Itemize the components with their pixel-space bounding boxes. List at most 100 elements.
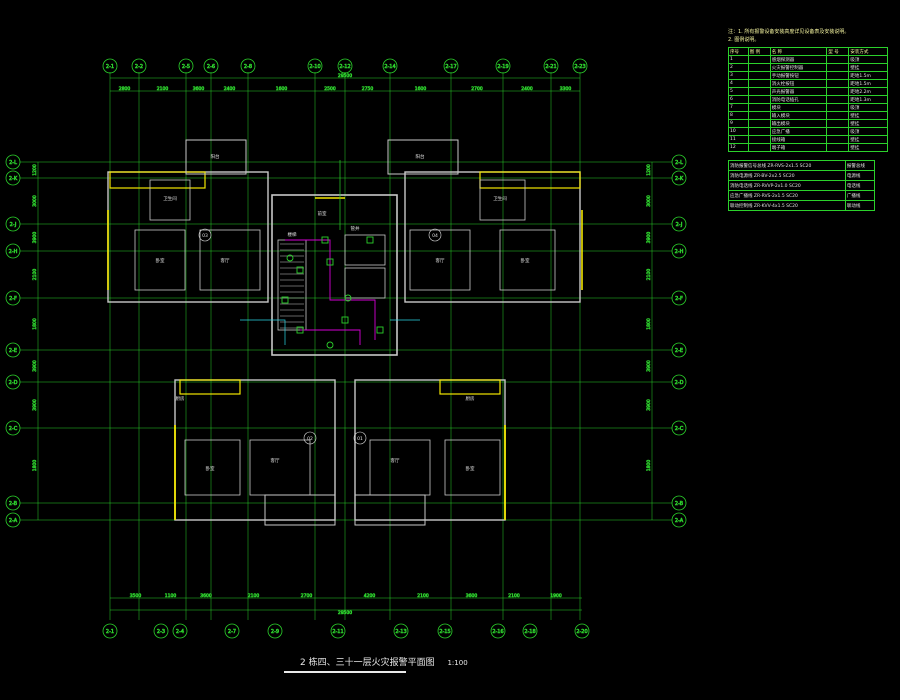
axis-bubble-right	[671, 216, 687, 232]
axis-bubble-bottom	[490, 623, 506, 639]
axis-label-left: 2-D	[9, 380, 18, 386]
unit-number: 02	[307, 436, 313, 442]
axis-bubble-bottom	[437, 623, 453, 639]
dim-top-segment: 2100	[157, 86, 169, 92]
axis-bubble-left	[5, 512, 21, 528]
axis-bubble-left	[5, 243, 21, 259]
window-unit-02-top	[179, 379, 241, 395]
room-label-shaft: 管井	[351, 225, 360, 232]
legend-cell	[826, 55, 850, 64]
dim-side-segment: 1200	[646, 164, 652, 176]
dim-side-segment: 3900	[646, 232, 652, 244]
dim-side-segment: 1800	[646, 318, 652, 330]
axis-label-right: 2-E	[675, 348, 683, 354]
dim-top-segment: 3600	[193, 86, 205, 92]
system-cell: 联动线	[844, 200, 876, 211]
fire-alarm-device	[341, 316, 349, 324]
axis-bubble-bottom	[153, 623, 169, 639]
toilet-unit-03	[149, 179, 191, 221]
dim-side-segment: 1800	[32, 460, 38, 472]
axis-label-left: 2-F	[9, 296, 17, 302]
axis-bubble-left	[5, 290, 21, 306]
bedroom-unit-04	[499, 229, 556, 291]
legend-cell: 8	[728, 111, 749, 120]
axis-bubble-right	[671, 342, 687, 358]
axis-bubble-left	[5, 342, 21, 358]
fire-alarm-device	[296, 326, 304, 334]
unit-02-outline	[174, 379, 336, 521]
axis-bubble-right	[671, 374, 687, 390]
system-cell: 消防电话线 ZR-RVVP-2x1.0 SC20	[728, 180, 846, 191]
axis-label-left: 2-K	[9, 176, 18, 182]
title-underline	[284, 671, 406, 673]
stair	[277, 239, 307, 331]
axis-label-bottom: 2-11	[332, 629, 343, 635]
axis-label-bottom: 2-4	[176, 629, 184, 635]
living-unit-03	[199, 229, 261, 291]
legend-note-2: 2. 图例说明。	[728, 37, 760, 43]
system-cell: 广播线	[844, 190, 876, 201]
axis-label-top: 2-19	[497, 64, 508, 70]
dim-top-segment: 2700	[471, 86, 483, 92]
legend-header-cell: 图 例	[747, 47, 771, 56]
alarm-bus-line	[300, 329, 361, 345]
axis-label-top: 2-5	[182, 64, 190, 70]
room-label-bedroom: 卧室	[156, 257, 165, 264]
legend-cell	[747, 87, 771, 96]
axis-bubble-left	[5, 170, 21, 186]
unit-03-outline	[107, 171, 269, 303]
axis-bubble-left	[5, 495, 21, 511]
axis-label-bottom: 2-9	[271, 629, 279, 635]
room-label-balcony: 阳台	[211, 153, 220, 160]
room-label-elevator_hall: 前室	[318, 210, 327, 217]
axis-label-bottom: 2-15	[439, 629, 450, 635]
axis-label-top: 2-10	[309, 64, 320, 70]
window-unit-03-top	[109, 171, 206, 189]
drawing-title-block: 2 栋四、三十一层火灾报警平面图 1:100	[300, 655, 468, 668]
legend-cell: 12	[728, 143, 749, 152]
axis-bubble-right	[671, 154, 687, 170]
drawing-title: 2 栋四、三十一层火灾报警平面图	[300, 658, 435, 668]
axis-label-left: 2-H	[9, 249, 18, 255]
room-label-bedroom: 卧室	[206, 465, 215, 472]
axis-bubble-top	[203, 58, 219, 74]
axis-label-top: 2-1	[106, 64, 114, 70]
legend-cell	[826, 143, 850, 152]
axis-bubble-top	[337, 58, 353, 74]
system-cell: 消防电源线 ZR-BV-2x2.5 SC20	[728, 170, 846, 181]
room-label-living: 客厅	[221, 257, 230, 264]
legend-cell: 壁挂	[848, 143, 888, 152]
axis-bubble-bottom	[224, 623, 240, 639]
dim-side-segment: 3900	[32, 399, 38, 411]
legend-cell	[826, 79, 850, 88]
walls	[107, 139, 583, 526]
axis-bubble-bottom	[172, 623, 188, 639]
axis-bubble-top	[382, 58, 398, 74]
dim-bottom-segment: 4200	[364, 593, 376, 599]
unit-number: 03	[202, 233, 208, 239]
legend-cell: 手动报警按钮	[769, 71, 828, 80]
room-label-kitchen: 厨房	[466, 395, 475, 402]
legend-cell: 感烟探测器	[769, 55, 828, 64]
legend-cell: 5	[728, 87, 749, 96]
dim-side-segment: 3900	[32, 232, 38, 244]
legend-cell: 输入模块	[769, 111, 828, 120]
dim-side-segment: 2100	[32, 269, 38, 281]
dim-top-segment: 2400	[224, 86, 236, 92]
axis-bubble-bottom	[522, 623, 538, 639]
axis-label-top: 2-6	[207, 64, 215, 70]
legend-header-cell: 序号	[728, 47, 749, 56]
axis-bubble-bottom	[102, 623, 118, 639]
legend-cell	[747, 79, 771, 88]
living-unit-02	[249, 439, 311, 496]
room-label-bedroom: 卧室	[466, 465, 475, 472]
axis-bubble-bottom	[330, 623, 346, 639]
axis-label-left: 2-C	[9, 426, 18, 432]
legend-cell	[747, 143, 771, 152]
axis-label-left: 2-E	[9, 348, 17, 354]
legend-cell	[826, 95, 850, 104]
legend-cell	[747, 135, 771, 144]
legend-cell	[747, 127, 771, 136]
